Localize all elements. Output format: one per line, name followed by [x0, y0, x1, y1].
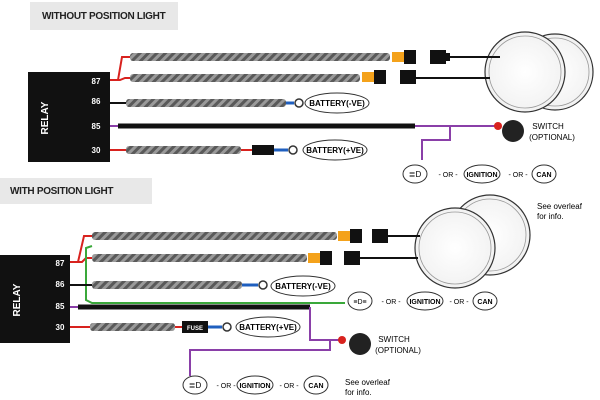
battery-negative-label: BATTERY(-VE) [275, 282, 331, 291]
relay-pin-86: 86 [56, 280, 65, 289]
see-overleaf-text: See overleaf [537, 202, 583, 211]
headlight-icon [182, 375, 208, 395]
switch-optional-label: (OPTIONAL) [375, 346, 421, 355]
bottom-diagram: RELAY 87 86 85 30 BATTERY(-VE) SWITCH [0, 194, 531, 397]
inline-fuse-holder-icon [252, 145, 274, 155]
switch-label: SWITCH [532, 122, 564, 131]
section-title-text: WITH POSITION LIGHT [10, 185, 114, 197]
braided-cable [126, 146, 241, 154]
headlight-icon [402, 164, 428, 184]
lamp-front-bottom [414, 207, 496, 289]
braided-cable [90, 323, 175, 331]
or-label: - OR - [216, 383, 236, 390]
fuse-label: FUSE [187, 326, 203, 332]
switch-icon [502, 120, 524, 142]
relay-block-top [28, 72, 110, 162]
section-title-text: WITHOUT POSITION LIGHT [42, 10, 166, 22]
relay-pin-85: 85 [56, 302, 65, 311]
battery-positive-badge [235, 316, 301, 338]
top-diagram: RELAY 87 86 85 30 BATTERY(-VE) SWITCH [28, 31, 594, 221]
braided-cable [126, 99, 286, 107]
or-label: - OR - [279, 383, 299, 390]
headlight-symbol: ≣D [409, 170, 422, 179]
switch-optional-label: (OPTIONAL) [529, 133, 575, 142]
braided-cable [92, 281, 242, 289]
fuse-holder-icon [182, 321, 208, 333]
battery-positive-label: BATTERY(+VE) [239, 323, 297, 332]
relay-pin-30: 30 [56, 323, 65, 332]
battery-negative-badge [270, 275, 336, 297]
ignition-badge [236, 375, 274, 395]
switch-icon [349, 333, 371, 355]
or-label: - OR - [508, 172, 528, 179]
ignition-label: IGNITION [466, 172, 497, 179]
relay-label: RELAY [12, 283, 23, 316]
relay-label: RELAY [40, 101, 51, 134]
see-overleaf-text: See overleaf [345, 378, 391, 387]
braided-cable [92, 254, 307, 262]
can-badge [303, 375, 329, 395]
relay-pin-87: 87 [56, 259, 65, 268]
battery-positive-label: BATTERY(+VE) [306, 146, 364, 155]
battery-negative-badge [304, 92, 370, 114]
or-label: - OR - [381, 299, 401, 306]
can-badge [472, 291, 498, 311]
braided-cable [130, 53, 390, 61]
relay-pin-85: 85 [92, 122, 101, 131]
relay-pin-30: 30 [92, 146, 101, 155]
position-light-symbol: ≡D≡ [353, 299, 366, 306]
ignition-badge [463, 164, 501, 184]
ring-terminal-icon [222, 322, 232, 332]
ring-terminal-icon [294, 98, 304, 108]
battery-negative-label: BATTERY(-VE) [309, 99, 365, 108]
can-badge [531, 164, 557, 184]
for-info-text: for info. [537, 212, 564, 221]
can-label: CAN [477, 299, 492, 306]
or-label: - OR - [438, 172, 458, 179]
battery-positive-badge [302, 139, 368, 161]
position-light-icon [347, 291, 373, 311]
section-title-without-position-light: WITHOUT POSITION LIGHT [30, 2, 178, 30]
ignition-label: IGNITION [239, 383, 270, 390]
braided-cable [92, 232, 337, 240]
relay-pin-86: 86 [92, 97, 101, 106]
relay-block-bottom [0, 255, 70, 343]
switch-label: SWITCH [378, 335, 410, 344]
or-label: - OR - [449, 299, 469, 306]
braided-cable [130, 74, 360, 82]
ignition-label: IGNITION [409, 299, 440, 306]
ignition-badge [406, 291, 444, 311]
section-title-with-position-light: WITH POSITION LIGHT [0, 178, 152, 204]
ring-terminal-icon [258, 280, 268, 290]
can-label: CAN [536, 172, 551, 179]
can-label: CAN [308, 383, 323, 390]
for-info-text: for info. [345, 388, 372, 397]
ring-terminal-icon [288, 145, 298, 155]
relay-pin-87a: 87 [92, 77, 101, 86]
headlight-symbol: ≣D [189, 381, 202, 390]
lamp-front-top [484, 31, 566, 113]
